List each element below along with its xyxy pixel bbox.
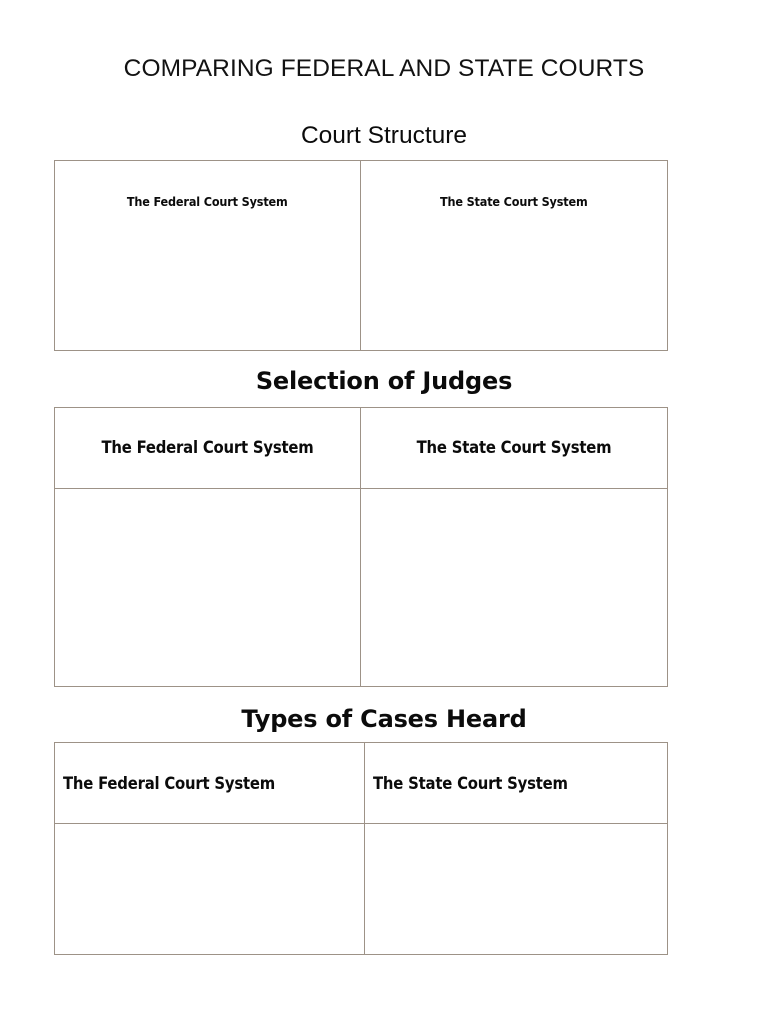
section-heading-types-of-cases-heard: Types of Cases Heard bbox=[241, 705, 527, 733]
document-title: COMPARING FEDERAL AND STATE COURTS bbox=[123, 55, 645, 82]
table-cell-federal-answer[interactable] bbox=[55, 489, 361, 686]
table-selection-of-judges: The Federal Court System The State Court… bbox=[54, 407, 668, 687]
column-header-state: The State Court System bbox=[439, 194, 588, 209]
table-cell-federal[interactable]: The Federal Court System bbox=[55, 408, 361, 488]
table-types-of-cases-heard: The Federal Court System The State Court… bbox=[54, 742, 668, 955]
table-cell-federal[interactable]: The Federal Court System bbox=[55, 743, 365, 823]
table-cell-state-answer[interactable] bbox=[365, 824, 667, 954]
table-row bbox=[55, 489, 667, 686]
table-row: The Federal Court System The State Court… bbox=[55, 161, 667, 350]
table-cell-state[interactable]: The State Court System bbox=[365, 743, 667, 823]
table-row: The Federal Court System The State Court… bbox=[55, 743, 667, 824]
table-cell-state[interactable]: The State Court System bbox=[361, 408, 667, 488]
section-heading-selection-of-judges: Selection of Judges bbox=[255, 367, 513, 395]
column-header-state: The State Court System bbox=[416, 438, 612, 457]
table-row: The Federal Court System The State Court… bbox=[55, 408, 667, 489]
table-cell-federal[interactable]: The Federal Court System bbox=[55, 161, 361, 350]
table-cell-state-answer[interactable] bbox=[361, 489, 667, 686]
table-cell-federal-answer[interactable] bbox=[55, 824, 365, 954]
column-header-state: The State Court System bbox=[373, 774, 568, 793]
column-header-federal: The Federal Court System bbox=[63, 774, 276, 793]
table-cell-state[interactable]: The State Court System bbox=[361, 161, 668, 350]
table-court-structure: The Federal Court System The State Court… bbox=[54, 160, 668, 351]
column-header-federal: The Federal Court System bbox=[126, 194, 288, 209]
column-header-federal: The Federal Court System bbox=[101, 438, 314, 457]
section-heading-court-structure: Court Structure bbox=[300, 122, 468, 149]
table-row bbox=[55, 824, 667, 954]
